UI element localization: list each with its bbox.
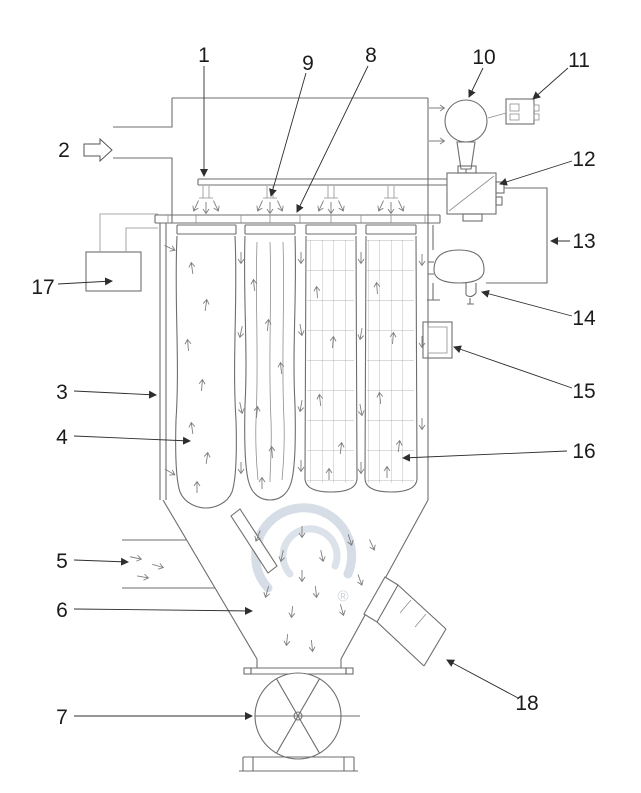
rotary-valve xyxy=(239,659,360,772)
pressure-gauge-assembly xyxy=(429,99,488,173)
label-2: 2 xyxy=(58,139,70,162)
bag-4-cage-mesh xyxy=(367,240,414,483)
filter-bags xyxy=(175,235,418,509)
pulse-valve xyxy=(427,225,485,305)
gauge-circle xyxy=(444,99,488,143)
deflector-plate xyxy=(230,508,278,574)
filter-bag-4 xyxy=(364,235,418,493)
callout-labels: 1 2 3 4 5 6 7 8 9 10 11 12 13 14 15 16 1… xyxy=(31,44,596,729)
label-3: 3 xyxy=(56,381,68,404)
tube-sheet xyxy=(154,214,441,224)
label-11: 11 xyxy=(568,49,590,72)
bag-3-cage-mesh xyxy=(307,240,354,483)
leader-lines xyxy=(57,65,573,720)
inlet-block-arrow xyxy=(83,137,113,163)
label-17: 17 xyxy=(31,276,54,299)
label-7: 7 xyxy=(56,706,68,729)
label-14: 14 xyxy=(572,307,596,330)
watermark-registered-symbol: ® xyxy=(337,588,348,605)
discharge-chute xyxy=(363,576,447,667)
label-9: 9 xyxy=(302,52,314,75)
label-15: 15 xyxy=(572,380,595,403)
label-4: 4 xyxy=(56,426,68,449)
bag-caps xyxy=(176,224,417,235)
label-10: 10 xyxy=(472,46,495,69)
label-18: 18 xyxy=(515,692,538,715)
dirty-air-inlet-duct xyxy=(122,508,278,589)
level-sensor xyxy=(422,321,453,359)
blow-pipe xyxy=(197,178,447,199)
label-1: 1 xyxy=(198,44,210,67)
filter-bag-3 xyxy=(304,235,358,493)
solenoid-valve xyxy=(446,165,505,222)
label-6: 6 xyxy=(56,599,68,622)
clean-air-plenum xyxy=(113,97,429,223)
filter-bag-1 xyxy=(175,235,237,509)
bag-2-folds xyxy=(255,241,285,483)
filter-bag-2 xyxy=(243,235,297,501)
label-5: 5 xyxy=(56,550,68,573)
compressed-air-pipe xyxy=(486,187,548,284)
filter-housing-walls xyxy=(159,223,429,500)
label-13: 13 xyxy=(572,230,595,253)
control-cabinet xyxy=(85,213,158,292)
controller-box xyxy=(487,98,540,125)
label-12: 12 xyxy=(572,148,595,171)
label-8: 8 xyxy=(365,44,377,67)
label-16: 16 xyxy=(572,440,595,463)
